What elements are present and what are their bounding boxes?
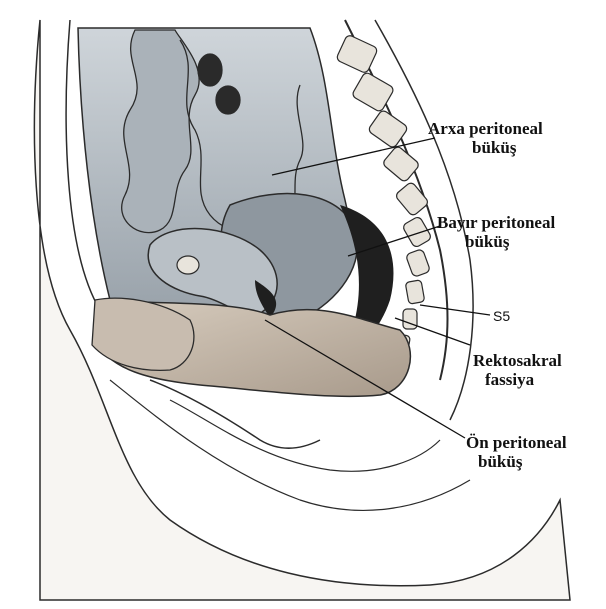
label-s5: S5 xyxy=(493,307,510,326)
label-arxa-peritoneal: Arxa peritoneal büküş xyxy=(428,119,543,157)
leader-s5 xyxy=(420,305,490,315)
label-on-peritoneal: Ön peritoneal büküş xyxy=(466,433,567,471)
ovary xyxy=(177,256,199,274)
label-rektosakral-fassiya: Rektosakral fassiya xyxy=(473,351,562,389)
label-bayir-peritoneal: Bayır peritoneal büküş xyxy=(437,213,555,251)
